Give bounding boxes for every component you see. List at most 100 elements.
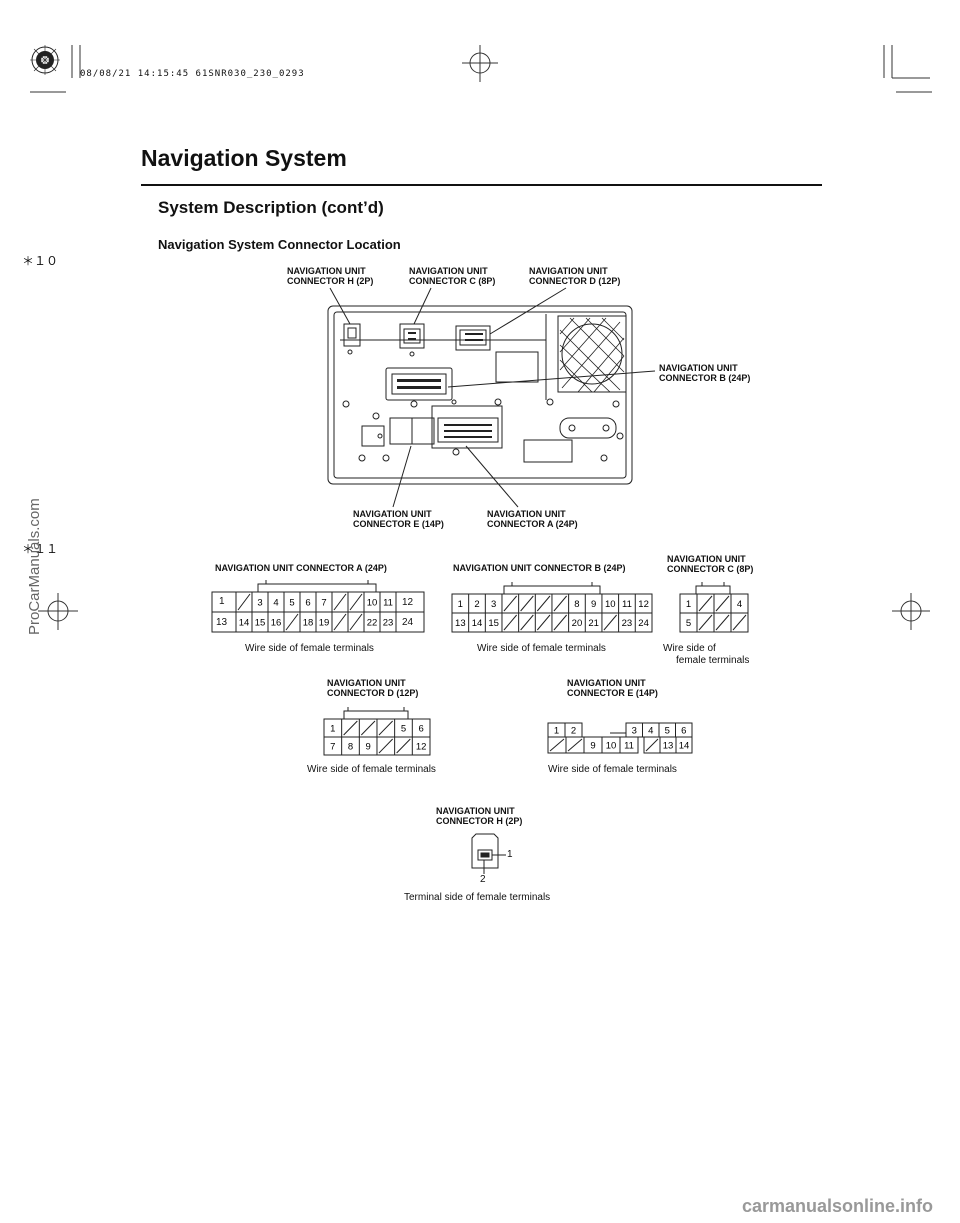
empty-cavity-slash — [285, 613, 299, 631]
terminal-number: 10 — [606, 741, 617, 752]
terminal-number: 14 — [679, 741, 690, 752]
empty-cavity-slash — [553, 614, 568, 631]
terminal-number: 5 — [289, 598, 294, 609]
title-rule — [141, 184, 822, 186]
terminal-number: 13 — [455, 618, 466, 629]
page-marker-10: ＊１０ — [22, 254, 59, 268]
terminal-number: 11 — [383, 598, 393, 609]
connector-b-title: NAVIGATION UNIT CONNECTOR B (24P) — [453, 563, 626, 573]
terminal-number: 15 — [488, 618, 499, 629]
empty-cavity-slash — [378, 738, 393, 754]
terminal-number: 22 — [367, 618, 378, 629]
empty-cavity-slash — [553, 595, 568, 612]
terminal-number: 9 — [590, 741, 595, 752]
connector-b-caption: Wire side of female terminals — [477, 643, 606, 654]
connector-a-pin-1: 1 — [219, 596, 225, 607]
page-marker-11: ＊１１ — [22, 542, 59, 556]
target-icon — [30, 45, 60, 75]
empty-cavity-slash — [237, 593, 251, 611]
terminal-number: 1 — [330, 724, 335, 735]
terminal-number: 13 — [663, 741, 674, 752]
terminal-number: 20 — [572, 618, 583, 629]
terminal-number: 5 — [665, 726, 670, 737]
empty-cavity-slash — [360, 720, 376, 736]
print-stamp: 08/08/21 14:15:45 61SNR030_230_0293 — [80, 69, 305, 79]
terminal-number: 21 — [588, 618, 599, 629]
page-subtitle: System Description (cont’d) — [158, 198, 384, 217]
empty-cavity-slash — [715, 614, 730, 631]
terminal-number: 11 — [622, 599, 632, 610]
empty-cavity-slash — [503, 614, 518, 631]
empty-cavity-slash — [349, 593, 363, 611]
terminal-number: 18 — [303, 618, 314, 629]
terminal-number: 8 — [574, 599, 579, 610]
empty-cavity-slash — [536, 614, 551, 631]
terminal-number: 23 — [622, 618, 633, 629]
terminal-number: 10 — [367, 598, 378, 609]
terminal-number: 7 — [330, 742, 335, 753]
terminal-number: 6 — [305, 598, 310, 609]
empty-cavity-slash — [645, 738, 659, 752]
terminal-number: 5 — [686, 618, 691, 629]
terminal-number: 14 — [472, 618, 483, 629]
empty-cavity-slash — [520, 614, 534, 631]
terminal-number: 24 — [638, 618, 649, 629]
terminal-number: 3 — [632, 726, 637, 737]
empty-cavity-slash — [333, 593, 347, 611]
connector-a-pin-12: 12 — [402, 597, 414, 608]
terminal-number: 2 — [474, 599, 479, 610]
terminal-number: 6 — [681, 726, 686, 737]
empty-cavity-slash — [567, 738, 583, 752]
empty-cavity-slash — [349, 613, 363, 631]
empty-cavity-slash — [549, 738, 565, 752]
terminal-number: 11 — [624, 741, 634, 752]
terminal-number: 14 — [239, 618, 250, 629]
empty-cavity-slash — [333, 613, 347, 631]
terminal-number: 3 — [257, 598, 262, 609]
connector-d-caption: Wire side of female terminals — [307, 764, 436, 775]
connector-a-caption: Wire side of female terminals — [245, 643, 374, 654]
empty-cavity-slash — [378, 720, 393, 736]
terminal-number: 7 — [321, 598, 326, 609]
terminal-number: 9 — [591, 599, 596, 610]
empty-cavity-slash — [698, 595, 713, 612]
terminal-number: 23 — [383, 618, 394, 629]
empty-cavity-slash — [603, 614, 617, 631]
connector-h-pin-1: 1 — [507, 849, 513, 860]
empty-cavity-slash — [396, 738, 411, 754]
terminal-number: 1 — [554, 726, 559, 737]
empty-cavity-slash — [732, 614, 747, 631]
terminal-number: 4 — [737, 599, 742, 610]
terminal-number: 4 — [273, 598, 278, 609]
section-heading: Navigation System Connector Location — [158, 237, 401, 252]
terminal-number: 6 — [418, 724, 423, 735]
connector-h-pin-2: 2 — [480, 874, 486, 885]
terminal-number: 9 — [366, 742, 371, 753]
terminal-number: 1 — [686, 599, 691, 610]
terminal-number: 2 — [571, 726, 576, 737]
terminal-number: 19 — [319, 618, 330, 629]
terminal-number: 12 — [416, 742, 427, 753]
terminal-number: 15 — [255, 618, 266, 629]
connector-c-caption: Wire side of female terminals — [663, 643, 750, 666]
terminal-number: 1 — [458, 599, 463, 610]
bottom-watermark: carmanualsonline.info — [742, 1196, 934, 1216]
terminal-number: 12 — [638, 599, 649, 610]
connector-e-caption: Wire side of female terminals — [548, 764, 677, 775]
empty-cavity-slash — [503, 595, 518, 612]
connector-a-title: NAVIGATION UNIT CONNECTOR A (24P) — [215, 563, 387, 573]
